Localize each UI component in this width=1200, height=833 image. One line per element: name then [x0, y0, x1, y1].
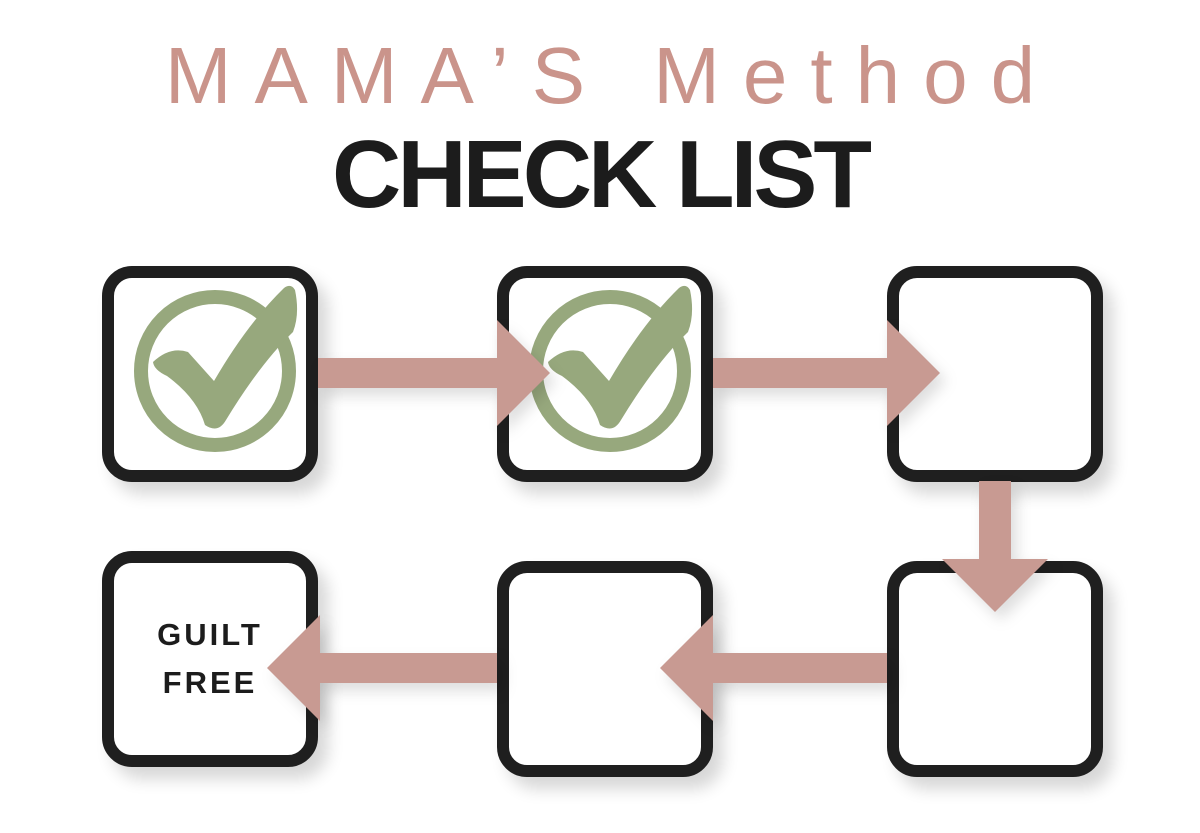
flow-node-step-3 [887, 266, 1103, 482]
circle-check-icon [134, 285, 298, 452]
flow-node-guilt-free: GUILT FREE [102, 551, 318, 767]
goal-label-wrap: GUILT FREE [114, 563, 306, 755]
flow-node-step-4 [887, 561, 1103, 777]
flow-node-step-2 [497, 266, 713, 482]
flow-node-step-5 [497, 561, 713, 777]
page-title: CHECK LIST [332, 121, 872, 228]
flow-node-step-1 [102, 266, 318, 482]
circle-check-icon [529, 285, 693, 452]
goal-label: GUILT FREE [157, 617, 263, 700]
brand-title: MAMA’S Method [164, 31, 1059, 120]
